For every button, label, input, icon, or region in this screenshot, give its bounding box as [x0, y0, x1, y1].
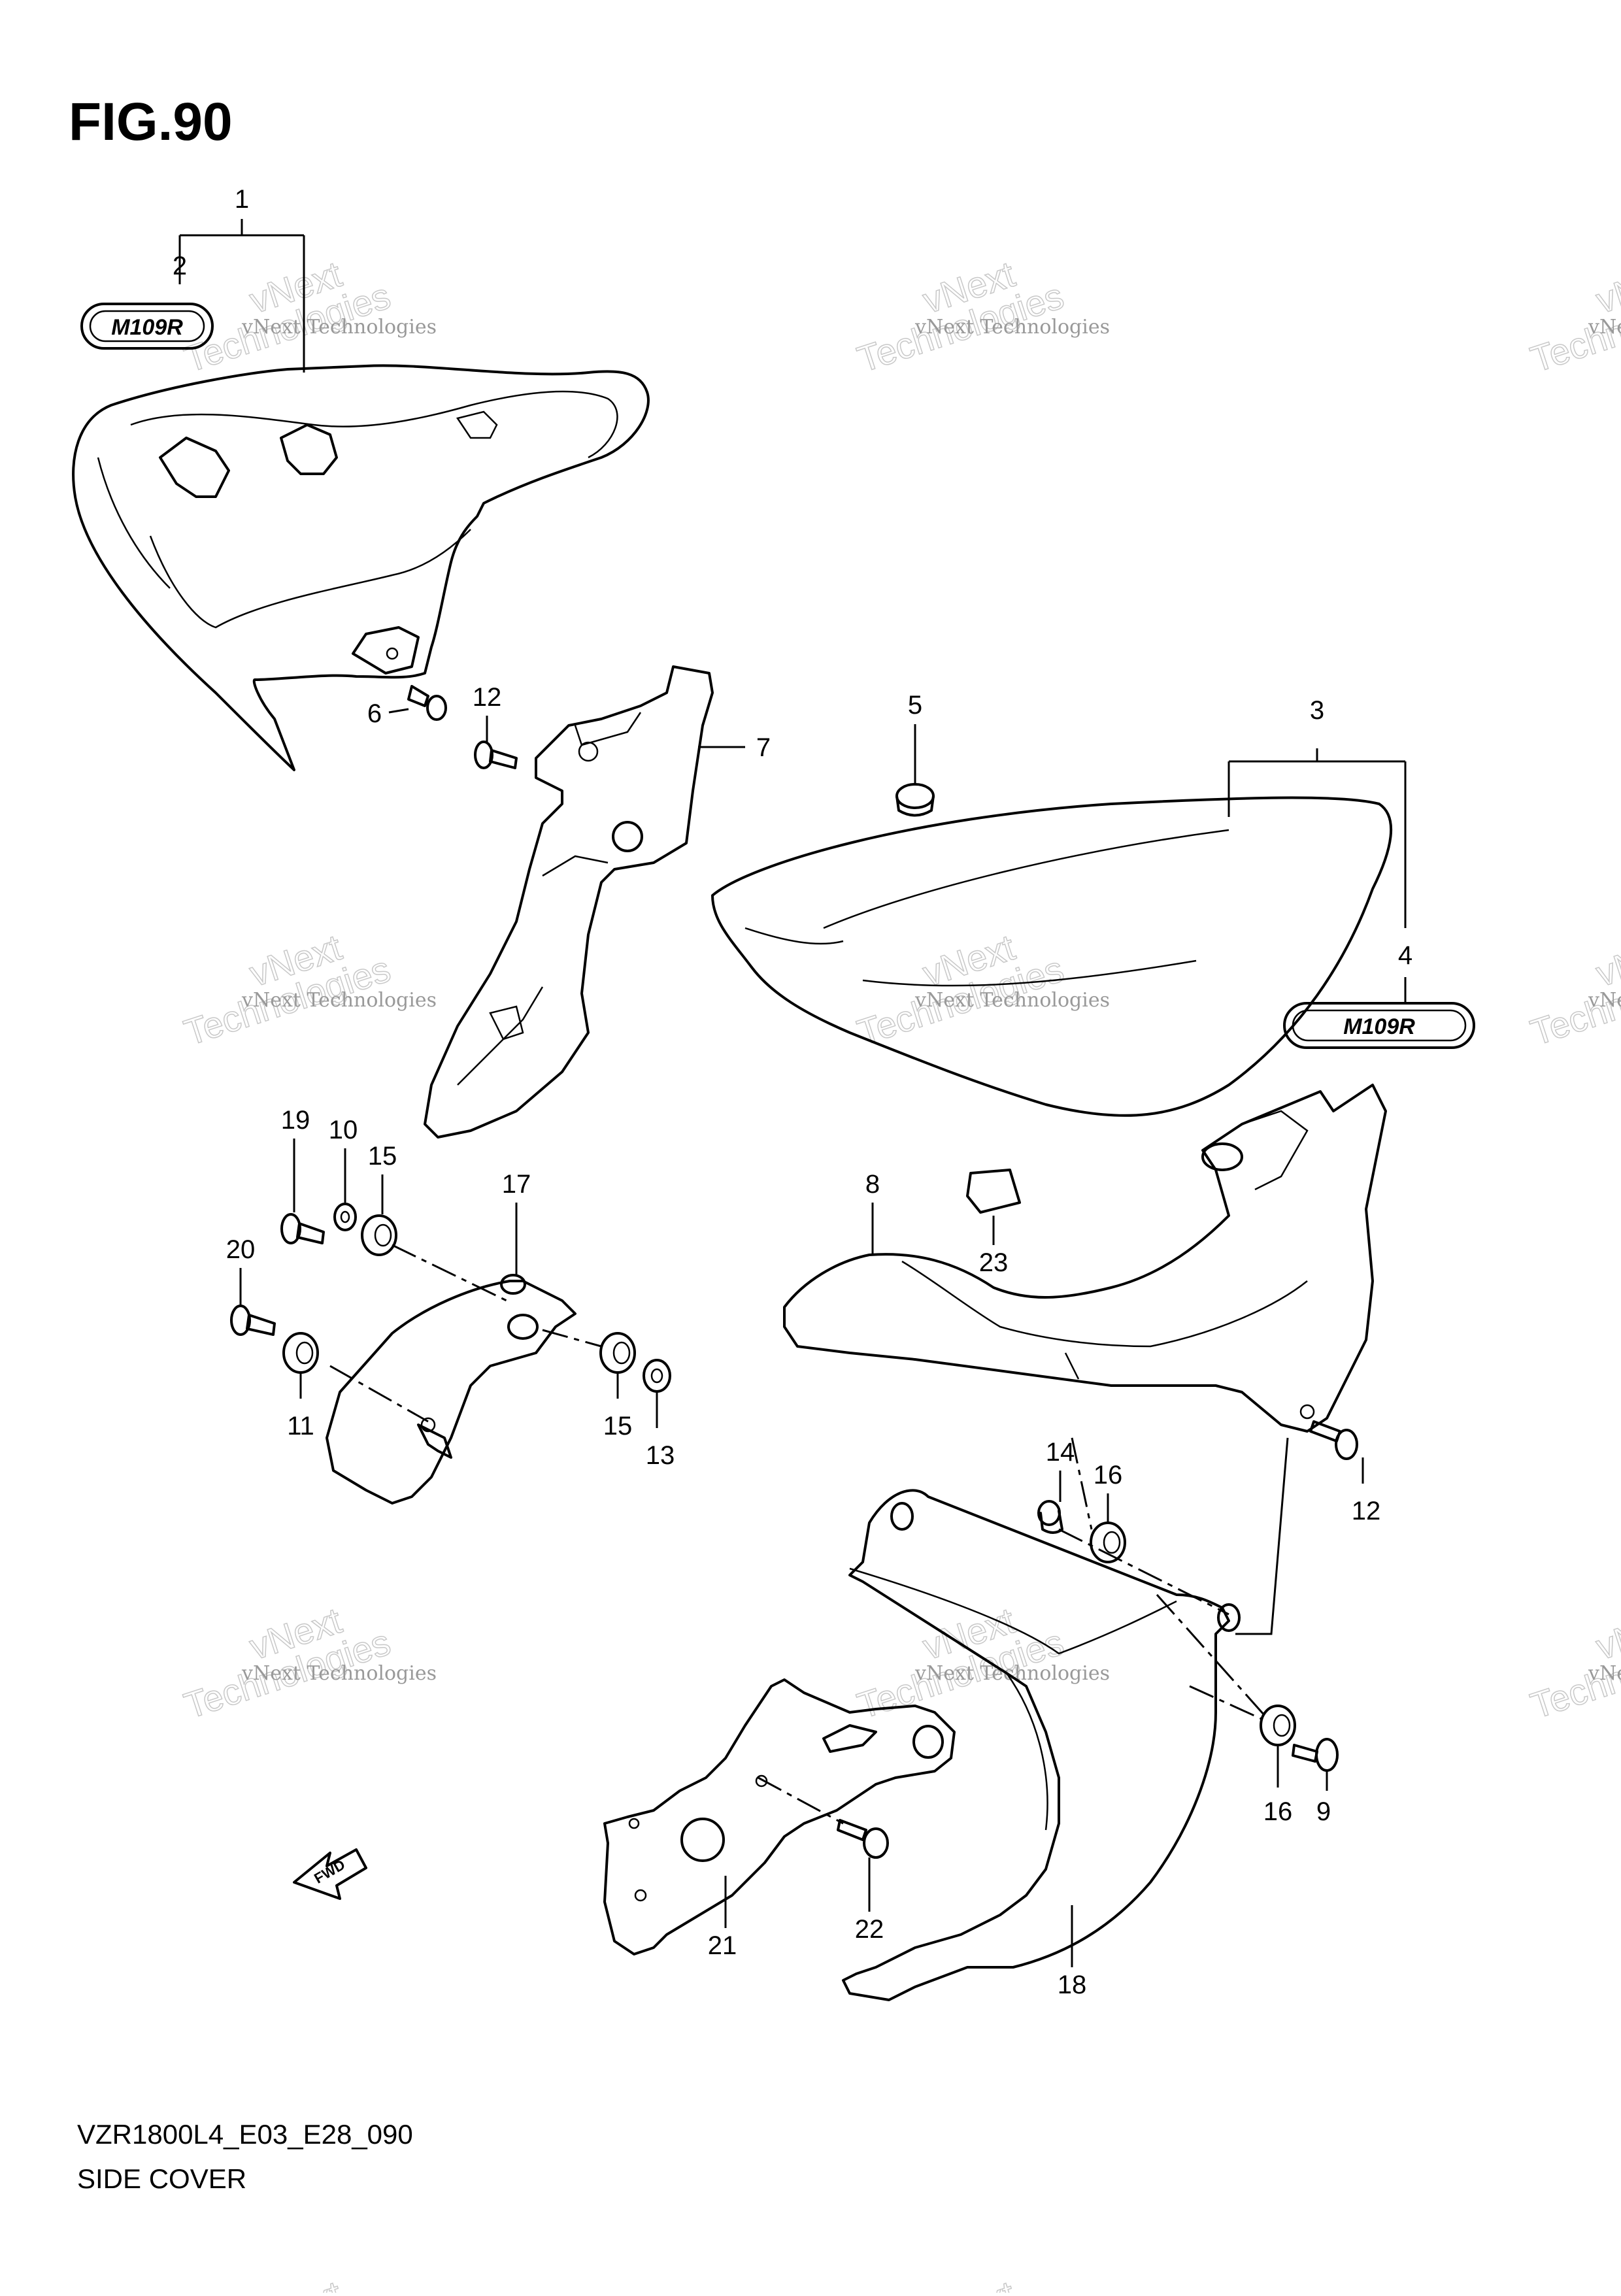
- watermark-line: vNext Technologies: [241, 1662, 437, 1685]
- callout-16-lower: 16: [1263, 1797, 1293, 1826]
- watermark-line: vNext Technologies: [1588, 989, 1621, 1012]
- callout-21: 21: [708, 1931, 737, 1960]
- callout-17: 17: [502, 1170, 531, 1199]
- bolt-22: [837, 1819, 889, 1859]
- emblem-2: M109R: [80, 303, 214, 350]
- callout-22: 22: [855, 1915, 884, 1944]
- grommet-15-top: [361, 1214, 397, 1256]
- collar-13: [643, 1359, 671, 1393]
- assembly-lines: [329, 1244, 1266, 1825]
- watermark-brand: vNext: [918, 2272, 1020, 2293]
- callout-7: 7: [756, 733, 771, 762]
- watermark-line: vNext Technologies: [1588, 1662, 1621, 1685]
- bracket-7: [424, 665, 714, 1139]
- collar-14: [1037, 1500, 1063, 1534]
- watermark-line: vNext Technologies: [241, 316, 437, 339]
- callout-2: 2: [173, 252, 187, 280]
- bolt-12-left: [474, 740, 518, 769]
- bolt-9: [1292, 1738, 1339, 1772]
- callout-18: 18: [1058, 1971, 1087, 1999]
- callout-13: 13: [646, 1441, 675, 1470]
- grommet-5: [895, 783, 935, 817]
- watermark-line: vNext Technologies: [241, 989, 437, 1012]
- callout-11: 11: [287, 1412, 314, 1440]
- callout-1: 1: [235, 185, 249, 214]
- figure-title: FIG.90: [69, 92, 233, 152]
- figure-name: SIDE COVER: [77, 2163, 247, 2194]
- screw-6: [407, 685, 447, 721]
- callout-19: 19: [281, 1106, 310, 1135]
- watermark-line: vNext Technologies: [1588, 316, 1621, 339]
- callout-15-lower: 15: [603, 1412, 633, 1440]
- emblem-text-4: M109R: [1343, 1014, 1415, 1039]
- side-cover-left: [72, 364, 650, 771]
- watermark-line: vNext Technologies: [914, 316, 1110, 339]
- washer-10: [333, 1203, 357, 1231]
- watermark-line: vNext Technologies: [914, 989, 1110, 1012]
- callout-9: 9: [1316, 1797, 1331, 1826]
- bracket-17: [326, 1274, 577, 1505]
- pad-23: [966, 1169, 1021, 1214]
- callout-12-right: 12: [1352, 1497, 1381, 1525]
- frame-cover-8: [783, 1084, 1387, 1433]
- watermark-brand: vNext: [1591, 2272, 1621, 2293]
- bolt-12-right: [1309, 1420, 1358, 1460]
- grommet-11: [282, 1332, 319, 1374]
- callout-10: 10: [329, 1116, 358, 1144]
- callout-numbers: 1 2 3 4 5 6 7 8 9 10 11 12 12 13 14 15 1…: [173, 185, 1412, 1999]
- callout-6: 6: [367, 699, 382, 728]
- callout-4: 4: [1398, 941, 1412, 970]
- callout-14: 14: [1046, 1438, 1075, 1467]
- grommet-16-lower: [1260, 1705, 1296, 1746]
- emblem-text-2: M109R: [111, 315, 183, 340]
- fwd-arrow-icon: FWD: [293, 1848, 367, 1900]
- bracket-21: [603, 1678, 956, 1955]
- emblem-4: M109R: [1283, 1002, 1475, 1049]
- callout-23: 23: [979, 1248, 1009, 1277]
- grommet-15-lower: [599, 1332, 636, 1374]
- leader-lines: [178, 219, 1407, 1967]
- grommet-16-top: [1090, 1522, 1126, 1563]
- bolt-20: [230, 1305, 276, 1336]
- callout-5: 5: [908, 691, 922, 720]
- bolt-19: [280, 1213, 325, 1244]
- figure-code: VZR1800L4_E03_E28_090: [77, 2119, 413, 2150]
- callout-3: 3: [1310, 696, 1324, 725]
- cover-18: [842, 1489, 1241, 2001]
- callout-15-top: 15: [368, 1142, 397, 1171]
- callout-12-left: 12: [473, 683, 502, 712]
- callout-8: 8: [865, 1170, 880, 1199]
- callout-20: 20: [226, 1235, 256, 1264]
- watermark-brand: vNext: [244, 2272, 346, 2293]
- side-cover-right: [711, 796, 1393, 1117]
- callout-16-top: 16: [1094, 1461, 1123, 1489]
